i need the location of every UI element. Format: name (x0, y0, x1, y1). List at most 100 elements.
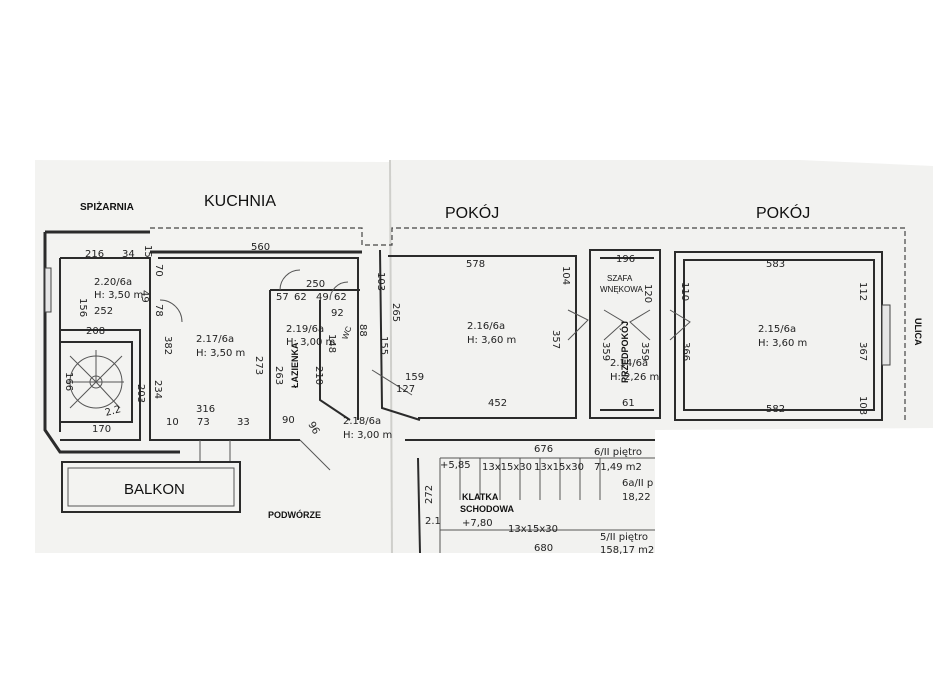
dim-103b: 103 (857, 396, 868, 415)
label-przedpokoj: PRZEDPOKÓJ (619, 321, 630, 383)
dim-582: 582 (766, 404, 785, 415)
dim-159: 159 (405, 372, 424, 383)
room-2-15-id: 2.15/6a (758, 324, 796, 335)
dim-357: 357 (550, 330, 561, 349)
room-2-17-height: H: 3,50 m (196, 348, 245, 359)
dim-196: 196 (616, 254, 635, 265)
label-2-1: 2.1 (425, 516, 441, 527)
dim-250: 250 (306, 279, 325, 290)
dim-112: 112 (857, 282, 868, 301)
room-2-19-height: H: 3,00 m (286, 337, 335, 348)
label-spizarnia: SPIŻARNIA (80, 200, 134, 213)
room-2-15-height: H: 3,60 m (758, 338, 807, 349)
unit-6a-ii: 6a/II p (622, 478, 653, 489)
dim-33: 33 (237, 417, 250, 428)
unit-5-ii: 5/II piętro (600, 532, 648, 543)
room-2-19-id: 2.19/6a (286, 324, 324, 335)
dim-208: 208 (86, 326, 105, 337)
paper-sheet-right (390, 160, 933, 553)
room-2-18-height: H: 3,00 m (343, 430, 392, 441)
dim-382: 382 (162, 336, 173, 355)
room-2-14-id: 2.14/6a (610, 358, 648, 369)
dim-273: 273 (253, 356, 264, 375)
dim-78: 78 (153, 304, 164, 317)
label-schodowa: SCHODOWA (460, 504, 515, 514)
dim-316: 316 (196, 404, 215, 415)
dim-90: 90 (282, 415, 295, 426)
label-podworze: PODWÓRZE (268, 509, 321, 520)
dim-263: 263 (273, 366, 284, 385)
dim-92: 92 (331, 308, 344, 319)
dim-62b: 62 (334, 292, 347, 303)
area-158: 158,17 m2 (600, 545, 654, 556)
dim-22: 2.2 (104, 404, 122, 419)
dim-34: 34 (122, 249, 135, 260)
dim-49b: 49 (316, 292, 329, 303)
room-2-16-id: 2.16/6a (467, 321, 505, 332)
dim-578: 578 (466, 259, 485, 270)
level-585: +5,85 (440, 460, 471, 471)
dim-104: 104 (560, 266, 571, 285)
dim-155: 155 (378, 336, 389, 355)
dim-210: 210 (313, 366, 324, 385)
dim-367: 367 (857, 342, 868, 361)
dim-272: 272 (424, 485, 435, 504)
dim-156: 156 (77, 298, 88, 317)
dim-583: 583 (766, 259, 785, 270)
room-2-17-id: 2.17/6a (196, 334, 234, 345)
dim-560: 560 (251, 242, 270, 253)
label-wc: WC (340, 325, 353, 341)
dim-676: 676 (534, 444, 553, 455)
label-ulica: ULICA (913, 318, 923, 346)
room-2-16-height: H: 3,60 m (467, 335, 516, 346)
stairwell-texts: +5,85 +7,80 13x15x30 13x15x30 13x15x30 2… (425, 447, 654, 556)
dim-359b: 359 (639, 342, 650, 361)
label-pokoj-1: POKÓJ (445, 203, 499, 222)
windows (44, 267, 891, 366)
doors (159, 269, 691, 396)
level-780: +7,80 (462, 518, 493, 529)
label-balkon: BALKON (124, 481, 185, 498)
dim-110: 110 (679, 282, 690, 301)
room-2-14-height: H: 2,26 m (610, 372, 659, 383)
dim-73: 73 (197, 417, 210, 428)
dim-70: 70 (153, 264, 164, 277)
room-2-20-height: H: 3,50 m (94, 290, 143, 301)
dim-234: 234 (152, 380, 163, 399)
dim-88: 88 (357, 324, 368, 337)
dim-166: 166 (63, 372, 74, 391)
dim-170: 170 (92, 424, 111, 435)
dim-359: 359 (600, 342, 611, 361)
label-szafa: SZAFA (607, 274, 633, 283)
unit-6-ii: 6/II piętro (594, 447, 642, 458)
dim-10: 10 (166, 417, 179, 428)
stairwell (405, 439, 655, 554)
dim-127: 127 (396, 384, 415, 395)
step-size-3: 13x15x30 (508, 524, 558, 535)
dim-265: 265 (390, 303, 401, 322)
walls (43, 227, 906, 471)
dim-61: 61 (622, 398, 635, 409)
step-size-2: 13x15x30 (534, 462, 584, 473)
label-kuchnia: KUCHNIA (204, 193, 276, 210)
dim-452: 452 (488, 398, 507, 409)
label-klatka: KLATKA (462, 492, 499, 502)
dim-57: 57 (276, 292, 289, 303)
dim-15: 15 (142, 245, 153, 258)
dim-148: 148 (326, 334, 337, 353)
dim-120: 120 (642, 284, 653, 303)
dim-62a: 62 (294, 292, 307, 303)
label-wnekowa: WNĘKOWA (600, 285, 643, 294)
room-2-18-id: 2.18/6a (343, 416, 381, 427)
step-size-1: 13x15x30 (482, 462, 532, 473)
dim-49: 49 (139, 290, 150, 303)
label-pokoj-2: POKÓJ (756, 203, 810, 222)
dim-680: 680 (534, 543, 553, 554)
spiral-stair (59, 341, 133, 423)
paper-fold (389, 159, 393, 554)
label-lazienka: ŁAZIENKA (290, 342, 300, 388)
area-71: 71,49 m2 (594, 462, 642, 473)
balcony (61, 461, 241, 513)
dim-103: 103 (375, 272, 386, 291)
